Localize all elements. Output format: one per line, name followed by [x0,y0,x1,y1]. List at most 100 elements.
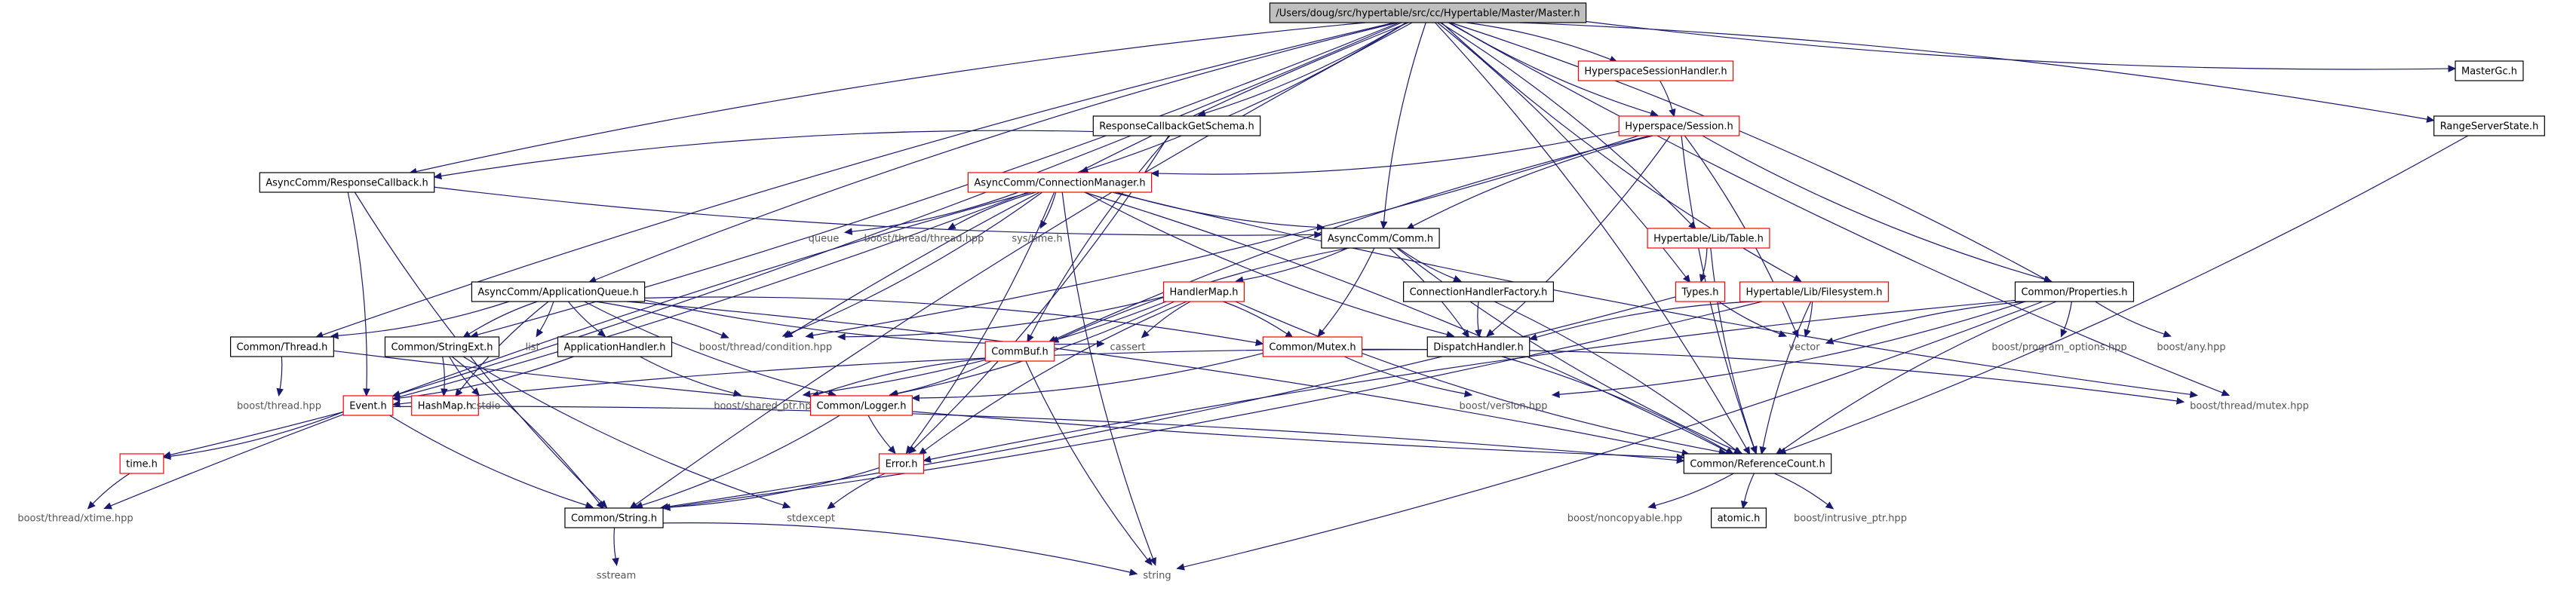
arrowhead-rcgs-to-acrcb [433,172,442,180]
arrowhead-acconn-to-bmutex [2189,390,2199,399]
node-mastergc[interactable]: MasterGc.h [2455,60,2524,81]
node-cstrext[interactable]: Common/StringExt.h [384,336,500,357]
node-atomic[interactable]: atomic.h [1710,507,1767,528]
edge-httable-to-types [1702,247,1708,276]
node-bversion: boost/version.hpp [1460,401,1548,412]
node-rss[interactable]: RangeServerState.h [2433,115,2545,136]
node-label-apphandler: ApplicationHandler.h [563,342,665,354]
edge-acrcb-to-event [347,191,367,390]
node-hashmap[interactable]: HashMap.h [411,395,479,416]
arrowhead-htfs-to-dispatch [1528,333,1538,341]
node-label-bxtime: boost/thread/xtime.hpp [17,513,133,525]
arrowhead-accomm-to-cmutex [1317,328,1325,338]
arrowhead-acappq-to-hashmap [454,388,463,397]
arrowhead-timeh-to-bxtime [87,501,96,510]
node-label-master: /Users/doug/src/hypertable/src/cc/Hypert… [1276,8,1580,20]
node-types[interactable]: Types.h [1675,281,1726,302]
edge-apphandler-to-bshared [640,356,735,394]
node-apphandler[interactable]: ApplicationHandler.h [557,336,673,357]
arrowhead-acconn-to-bxtime [103,502,112,510]
node-cstring[interactable]: Common/String.h [564,507,664,528]
edge-master-to-crefcount [1435,22,1747,449]
arrowhead-cthread-to-bthreadhpp [276,387,284,397]
node-acrcb[interactable]: AsyncComm/ResponseCallback.h [259,172,435,193]
edge-hsession-to-acconn [1158,130,1620,175]
node-accomm[interactable]: AsyncComm/Comm.h [1321,228,1440,249]
edge-handlermap-to-bcond [845,296,1164,338]
node-bshared: boost/shared_ptr.hpp [714,401,818,412]
node-label-list: list [525,342,539,354]
edge-types-to-vector [1718,301,1780,335]
edge-acconn-to-queue [852,191,1019,232]
node-box-hsession [1618,115,1740,136]
arrowhead-acconn-to-string [1149,557,1156,566]
edge-acconn-to-string [1061,191,1154,559]
graph-nodes: /Users/doug/src/hypertable/src/cc/Hypert… [17,2,2545,582]
node-chf[interactable]: ConnectionHandlerFactory.h [1403,281,1554,302]
node-commbuf[interactable]: CommBuf.h [984,341,1055,362]
node-box-cstrext [384,336,500,357]
node-label-cstrext: Common/StringExt.h [391,342,493,354]
node-label-rss: RangeServerState.h [2440,121,2539,133]
arrowhead-hsession-to-acconn [1150,170,1159,177]
edge-htfs-to-cstring [669,301,1763,508]
node-label-error: Error.h [886,459,918,470]
node-hsh[interactable]: HyperspaceSessionHandler.h [1577,60,1734,81]
arrowhead-acconn-to-bcond [781,330,791,337]
edge-commbuf-to-clogger [896,360,992,394]
edge-handlermap-to-cmutex [1223,301,1288,335]
node-label-cthread: Common/Thread.h [237,342,328,354]
node-box-apphandler [557,336,673,357]
edge-crefcount-to-bnoncopy [1654,473,1734,507]
edge-acconn-to-accomm [1116,191,1318,228]
arrowhead-acappq-to-cmutex [1255,338,1264,347]
node-box-handlermap [1162,281,1245,302]
arrowhead-cprops-to-bversion [1551,390,1560,398]
node-box-chf [1403,281,1554,302]
arrowhead-error-to-stdexcept [827,501,836,510]
edge-timeh-to-bxtime [92,473,130,504]
node-cthread[interactable]: Common/Thread.h [230,336,334,357]
node-label-bintrusive: boost/intrusive_ptr.hpp [1794,513,1907,525]
arrowhead-crefcount-to-bintrusive [1825,501,1835,510]
node-htfs[interactable]: Hypertable/Lib/Filesystem.h [1739,281,1890,302]
node-label-hashmap: HashMap.h [418,401,473,412]
node-event[interactable]: Event.h [342,395,394,416]
edge-httable-to-crefcount [1710,247,1755,448]
node-error[interactable]: Error.h [878,453,925,474]
arrowhead-master-to-crefcount [1742,446,1751,455]
node-label-queue: queue [809,234,840,245]
edge-htfs-to-crefcount [1762,301,1812,448]
node-acappq[interactable]: AsyncComm/ApplicationQueue.h [471,281,646,302]
edge-acconn-to-bxtime [110,191,1032,507]
edge-master-to-httable [1439,22,1692,225]
arrowhead-acconn-to-error [905,445,913,455]
node-timeh[interactable]: time.h [119,453,164,474]
node-master[interactable]: /Users/doug/src/hypertable/src/cc/Hypert… [1269,2,1587,23]
arrowhead-apphandler-to-bshared [732,389,742,397]
node-box-crefcount [1683,453,1832,474]
edge-error-to-stdexcept [833,473,886,505]
node-label-acrcb: AsyncComm/ResponseCallback.h [266,178,428,189]
arrowhead-htfs-to-vector [1804,329,1811,338]
node-httable[interactable]: Hypertable/Lib/Table.h [1647,228,1770,249]
node-list: list [525,342,539,354]
node-cprops[interactable]: Common/Properties.h [2014,281,2135,302]
arrowhead-cstrext-to-stdexcept [781,501,791,509]
node-rcgs[interactable]: ResponseCallbackGetSchema.h [1092,115,1261,136]
edge-handlermap-to-error [924,301,1187,452]
node-hsession[interactable]: Hyperspace/Session.h [1618,115,1740,136]
node-clogger[interactable]: Common/Logger.h [809,395,913,416]
node-dispatch[interactable]: DispatchHandler.h [1426,336,1531,357]
edge-hsession-to-dispatch [1491,135,1671,332]
node-acconn[interactable]: AsyncComm/ConnectionManager.h [967,172,1153,193]
node-handlermap[interactable]: HandlerMap.h [1162,281,1245,302]
node-crefcount[interactable]: Common/ReferenceCount.h [1683,453,1832,474]
edge-accomm-to-cmutex [1322,247,1375,332]
node-vector: vector [1788,342,1820,354]
node-cmutex[interactable]: Common/Mutex.h [1262,336,1363,357]
node-label-acconn: AsyncComm/ConnectionManager.h [974,178,1145,189]
node-box-clogger [809,395,913,416]
arrowhead-accomm-to-dispatch [1462,329,1470,338]
edge-acappq-to-crefcount [626,301,1683,454]
